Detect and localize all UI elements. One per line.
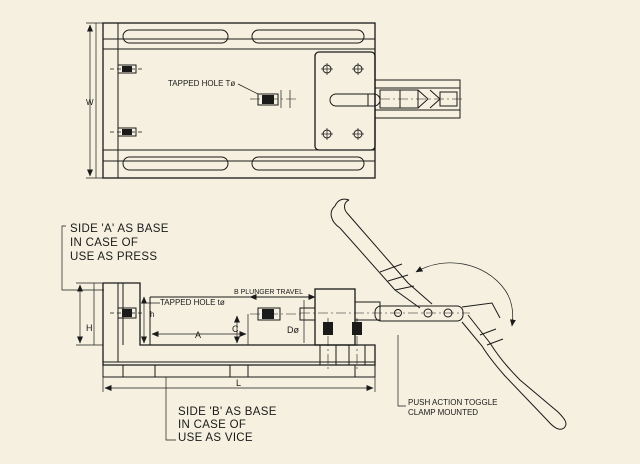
push-action-note: PUSH ACTION TOGGLE CLAMP MOUNTED — [397, 335, 498, 417]
threaded-holes-top — [110, 64, 142, 137]
tapped-hole-top — [237, 83, 296, 108]
push-action-line-2: CLAMP MOUNTED — [408, 408, 478, 417]
push-action-line-1: PUSH ACTION TOGGLE — [408, 398, 498, 407]
side-view: SIDE 'A' AS BASE IN CASE OF USE AS PRESS — [61, 198, 567, 444]
side-a-line-1: SIDE 'A' AS BASE — [70, 223, 169, 235]
dim-h: h — [150, 310, 154, 319]
side-b-line-1: SIDE 'B' AS BASE — [178, 406, 277, 418]
dimension-C — [234, 314, 249, 345]
toggle-body-top — [374, 79, 465, 119]
side-b-line-2: IN CASE OF — [178, 419, 246, 431]
dimension-L — [102, 377, 376, 392]
dim-L: L — [236, 378, 241, 388]
side-b-line-3: USE AS VICE — [178, 432, 253, 444]
dim-H: H — [86, 323, 93, 333]
plunger-rod-side — [300, 305, 470, 322]
plunger-travel-label: B PLUNGER TRAVEL — [234, 289, 303, 296]
mounting-bolts-side — [319, 318, 366, 372]
top-view: TAPPED HOLE Tø W — [86, 22, 465, 179]
side-b-note: SIDE 'B' AS BASE IN CASE OF USE AS VICE — [165, 377, 277, 444]
base-plate-top — [102, 22, 376, 179]
rotation-arrow — [415, 262, 516, 327]
width-dim-label: W — [86, 98, 94, 107]
tapped-hole-label-side: TAPPED HOLE tø — [160, 298, 225, 307]
base-block-side — [102, 282, 376, 378]
dim-A: A — [195, 330, 201, 340]
dim-C: C — [232, 324, 239, 334]
dim-D: Dø — [287, 325, 299, 335]
toggle-handle-closed — [330, 198, 433, 309]
width-dimension — [86, 22, 103, 179]
side-a-line-2: IN CASE OF — [70, 237, 138, 249]
tapped-hole-side — [250, 307, 300, 321]
clamp-plate-top — [314, 51, 376, 151]
plunger-top — [329, 93, 381, 107]
height-dimension-H — [76, 282, 103, 346]
mounting-slots-top — [122, 29, 365, 171]
side-a-note: SIDE 'A' AS BASE IN CASE OF USE AS PRESS — [61, 223, 169, 291]
tapped-hole-label-top: TAPPED HOLE Tø — [168, 79, 235, 88]
side-a-line-3: USE AS PRESS — [70, 251, 157, 263]
